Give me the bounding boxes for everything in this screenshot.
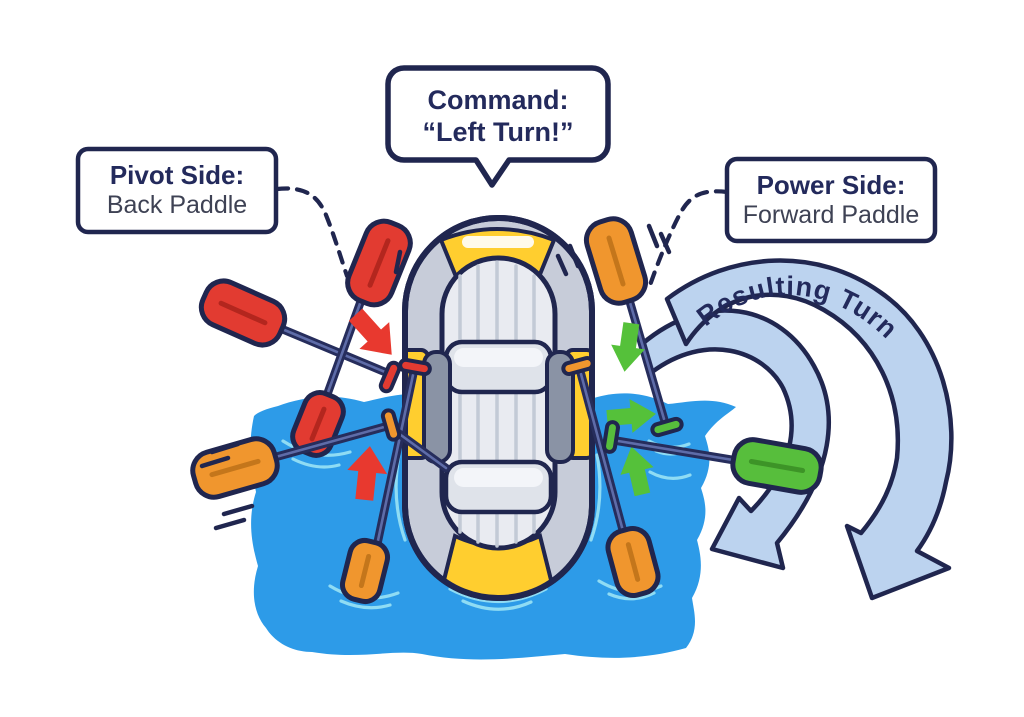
paddle-grip <box>380 408 402 442</box>
curved-arrow-inner <box>639 308 831 571</box>
pivot-paddle-in-water <box>339 357 432 605</box>
pivot-paddle-raised-2 <box>190 422 389 531</box>
power-side-subtitle: Forward Paddle <box>743 201 919 229</box>
pivot-side-label: Pivot Side: Back Paddle <box>75 146 279 235</box>
paddle-grip <box>561 356 595 376</box>
paddle-grip <box>378 360 402 394</box>
paddle-blade-submerged <box>339 537 391 605</box>
paddle-grips-left <box>378 360 451 473</box>
pivot-side-subtitle: Back Paddle <box>107 191 247 219</box>
command-speech-bubble: Command: “Left Turn!” <box>385 65 611 188</box>
raft-pad-right <box>545 350 575 464</box>
paddle-blade <box>583 216 649 306</box>
forward-paddle-arrow-down <box>611 322 645 372</box>
paddle-blade <box>198 278 288 348</box>
power-paddle-forward-stroke <box>602 420 824 495</box>
pivot-connector-line <box>274 186 350 279</box>
raft <box>402 215 595 601</box>
power-connector-line <box>646 189 730 291</box>
raft-bow-gloss <box>462 236 534 248</box>
pivot-paddle-back-stroke <box>290 218 413 458</box>
pivot-side-title: Pivot Side: <box>110 160 244 190</box>
paddle-blade-tip <box>650 416 684 438</box>
back-paddle-arrow-lower <box>347 446 388 501</box>
paddle-grip <box>398 357 432 377</box>
power-paddle-in-water <box>561 356 661 598</box>
curved-arrow-outer <box>664 258 954 601</box>
power-side-label: Power Side: Forward Paddle <box>724 156 938 244</box>
command-line-2: “Left Turn!” <box>423 117 574 147</box>
back-paddle-arrow-upper <box>348 308 392 355</box>
pivot-paddle-raised-1 <box>198 278 390 377</box>
power-paddle-raised <box>555 216 684 438</box>
paddle-grip <box>602 420 620 454</box>
power-side-title: Power Side: <box>757 170 906 200</box>
motion-lines <box>393 249 403 275</box>
command-line-1: Command: <box>428 85 569 115</box>
paddle-blade-submerged <box>605 526 661 598</box>
paddle-blade <box>345 218 413 308</box>
forward-paddle-arrow-up <box>620 446 654 497</box>
paddle-blade <box>730 437 824 495</box>
motion-lines <box>199 441 255 531</box>
